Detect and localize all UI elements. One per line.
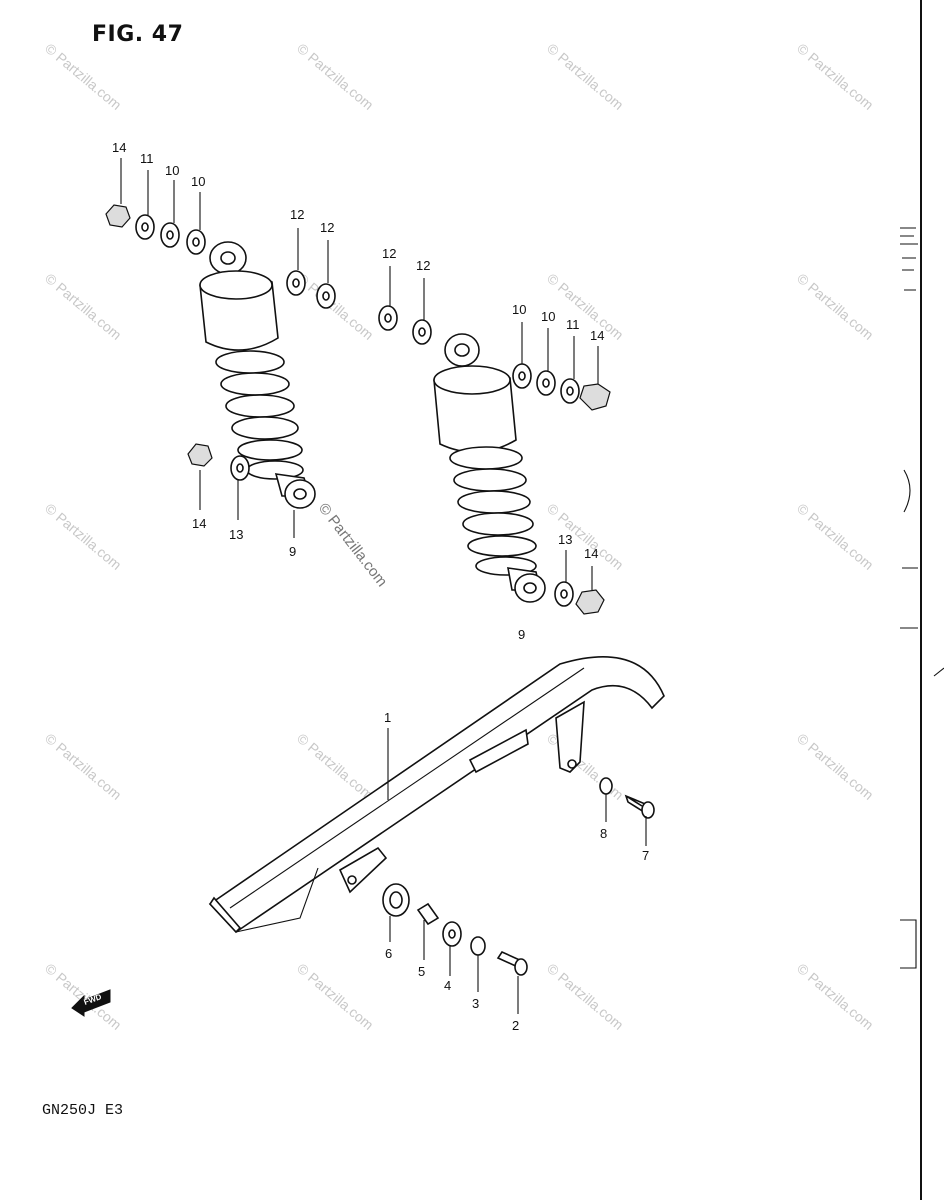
callout-10: 10: [541, 309, 555, 324]
callout-labels: 14 11 10 10 12 12 12 12 10 10 11 14 14 1…: [112, 140, 649, 1033]
spring-coils: [449, 446, 537, 576]
watermark: © Partzilla.com: [794, 40, 877, 113]
shock-absorber-left: [199, 241, 316, 509]
callout-14: 14: [590, 328, 604, 343]
figure-title: FIG. 47: [92, 22, 184, 47]
collar-icon: [416, 902, 440, 926]
watermark-layer: © Partzilla.com © Partzilla.com © Partzi…: [42, 40, 877, 1033]
callout-5: 5: [418, 964, 425, 979]
callout-10: 10: [165, 163, 179, 178]
callout-12: 12: [382, 246, 396, 261]
callout-1: 1: [384, 710, 391, 725]
watermark: © Partzilla.com: [294, 40, 377, 113]
callout-4: 4: [444, 978, 451, 993]
callout-14: 14: [192, 516, 206, 531]
leader-lines: [120, 158, 647, 1014]
forward-arrow-icon: FWD: [71, 989, 111, 1017]
watermark: © Partzilla.com: [294, 960, 377, 1033]
callout-10: 10: [512, 302, 526, 317]
callout-13: 13: [558, 532, 572, 547]
scan-edge: [900, 0, 944, 1200]
watermark: © Partzilla.com: [315, 500, 391, 590]
callout-12: 12: [416, 258, 430, 273]
watermark: © Partzilla.com: [42, 500, 125, 573]
spring-coils: [215, 350, 304, 480]
watermark: © Partzilla.com: [294, 730, 377, 803]
callout-7: 7: [642, 848, 649, 863]
watermark: © Partzilla.com: [42, 40, 125, 113]
cap-nut-icon: [187, 443, 213, 467]
cap-nut-icon: [579, 383, 611, 411]
cap-nut-icon: [105, 204, 131, 228]
callout-11: 11: [140, 151, 154, 166]
watermark: © Partzilla.com: [544, 730, 627, 803]
callout-14: 14: [584, 546, 598, 561]
watermark: © Partzilla.com: [794, 270, 877, 343]
watermark: © Partzilla.com: [544, 270, 627, 343]
callout-9: 9: [289, 544, 296, 559]
callout-10: 10: [191, 174, 205, 189]
watermark: © Partzilla.com: [794, 500, 877, 573]
callout-13: 13: [229, 527, 243, 542]
callout-2: 2: [512, 1018, 519, 1033]
callout-9: 9: [518, 627, 525, 642]
callout-11: 11: [566, 317, 580, 332]
watermark: © Partzilla.com: [794, 960, 877, 1033]
hardware-parts: [105, 204, 655, 976]
watermark: © Partzilla.com: [42, 730, 125, 803]
callout-6: 6: [385, 946, 392, 961]
callout-8: 8: [600, 826, 607, 841]
callout-12: 12: [290, 207, 304, 222]
watermark: © Partzilla.com: [544, 40, 627, 113]
chain-case: [208, 656, 665, 934]
watermark: © Partzilla.com: [294, 270, 377, 343]
watermark: © Partzilla.com: [544, 500, 627, 573]
callout-14: 14: [112, 140, 126, 155]
model-code: GN250J E3: [42, 1102, 124, 1119]
watermark: © Partzilla.com: [544, 960, 627, 1033]
watermark: © Partzilla.com: [42, 270, 125, 343]
shock-absorber-right: [433, 333, 546, 603]
callout-3: 3: [472, 996, 479, 1011]
cap-nut-icon: [575, 589, 605, 615]
callout-12: 12: [320, 220, 334, 235]
watermark: © Partzilla.com: [794, 730, 877, 803]
